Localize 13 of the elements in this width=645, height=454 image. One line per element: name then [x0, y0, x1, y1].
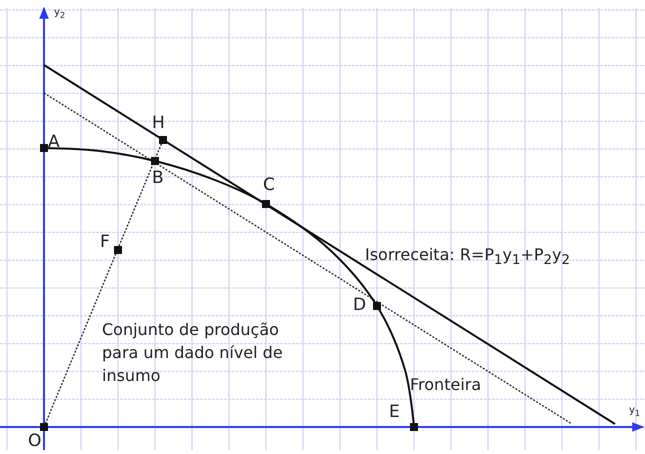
point-label: E: [389, 404, 400, 421]
equation-label: Isorreceita: R=P$_{1}$y$_{1}$+P$_{2}$y$_{2}$: [365, 247, 570, 268]
point-label: F: [100, 234, 110, 251]
point-label: B: [152, 170, 164, 187]
point-label: A: [48, 134, 60, 151]
curve-label: Fronteira: [410, 377, 482, 393]
point-label: C: [263, 177, 275, 194]
point-label: D: [353, 297, 366, 314]
point-label: O: [28, 433, 42, 450]
axis-label: y$_{1}$: [629, 406, 640, 418]
region-label: Conjunto de produção para um dado nível de insumo: [102, 319, 284, 388]
point-label: H: [152, 115, 165, 132]
axis-label: y$_{2}$: [54, 8, 66, 20]
